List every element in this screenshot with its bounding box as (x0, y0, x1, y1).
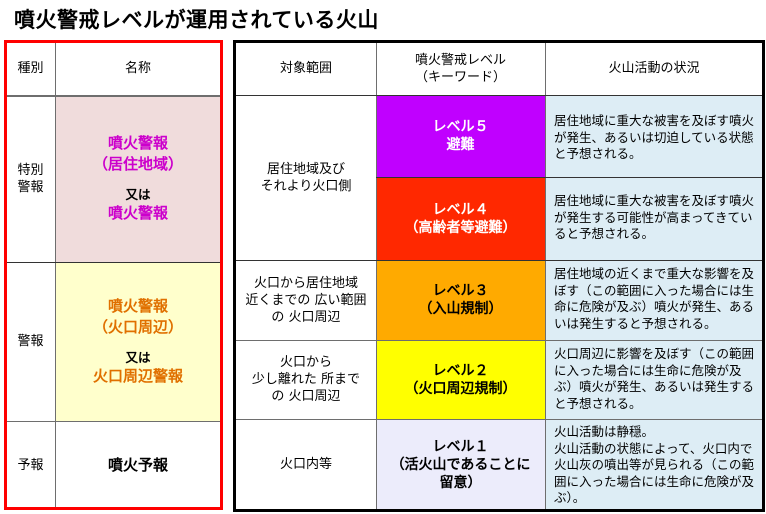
level-3-label: レベル３ (432, 283, 489, 299)
level-3-status-text: 居住地域の近くまで重大な影響を及ぼす（この範囲に入った場合には生命に危険が及ぶ）… (554, 266, 755, 331)
header-type: 種別 (6, 42, 55, 95)
type-forecast: 予報 (6, 421, 55, 509)
name-warning-line2: （火口周辺） (92, 318, 183, 336)
target-wide-line1: 火口から居住地域 (253, 275, 358, 291)
level-4-status: 居住地域に重大な被害を及ぼす噴火が発生する可能性が高まってきていると予想される。 (545, 177, 763, 260)
level-5-status-text: 居住地域に重大な被害を及ぼす噴火が発生、あるいは切迫している状態と予想される。 (554, 113, 755, 161)
header-type-label: 種別 (17, 61, 44, 76)
level-3-status: 居住地域の近くまで重大な影響を及ぼす（この範囲に入った場合には生命に危険が及ぶ）… (545, 260, 763, 340)
header-target-label: 対象範囲 (279, 61, 332, 76)
name-warning-alt: 火口周辺警報 (92, 367, 183, 385)
name-special-warning: 噴火警報 （居住地域） 又は 噴火警報 (55, 95, 221, 262)
target-near-line2: 少し離れた 所まで (251, 372, 361, 387)
type-special-warning: 特別 警報 (6, 95, 55, 262)
type-warning: 警報 (6, 262, 55, 421)
level-5-status: 居住地域に重大な被害を及ぼす噴火が発生、あるいは切迫している状態と予想される。 (545, 95, 763, 177)
divider (376, 42, 377, 510)
level-2-keyword: （火口周辺規制） (404, 380, 517, 397)
type-special-warning-label: 特別 警報 (17, 162, 44, 195)
header-name: 名称 (55, 42, 221, 95)
level-4-cell: レベル４ （高齢者等避難） (376, 177, 545, 260)
header-name-label: 名称 (124, 61, 151, 76)
target-residential: 居住地域及び それより火口側 (236, 95, 376, 260)
level-3-keyword: （入山規制） (418, 301, 503, 317)
level-2-status: 火口周辺に影響を及ぼす（この範囲に入った場合には生命に危険が及ぶ）噴火が発生、あ… (545, 340, 763, 419)
page-title: 噴火警戒レベルが運用されている火山 (14, 8, 379, 32)
name-forecast-label: 噴火予報 (107, 455, 168, 474)
divider (6, 262, 222, 263)
level-4-status-text: 居住地域に重大な被害を及ぼす噴火が発生する可能性が高まってきていると予想される。 (554, 193, 755, 241)
name-special-line1: 噴火警報 (107, 134, 168, 152)
target-wide-line2: 近くまでの 広い範囲 (245, 292, 367, 308)
target-crater-interior: 火口内等 (236, 419, 376, 510)
name-forecast: 噴火予報 (55, 421, 221, 509)
header-status: 火山活動の状況 (545, 42, 763, 95)
header-status-label: 火山活動の状況 (608, 61, 700, 76)
target-near-crater-area: 火口から 少し離れた 所まで の 火口周辺 (236, 340, 376, 419)
header-target: 対象範囲 (236, 42, 376, 95)
target-wide-line3: の 火口周辺 (271, 309, 341, 325)
name-warning: 噴火警報 （火口周辺） 又は 火口周辺警報 (55, 262, 221, 421)
name-special-alt: 噴火警報 (107, 204, 168, 222)
level-1-label: レベル１ (432, 438, 489, 455)
target-wide-crater-area: 火口から居住地域 近くまでの 広い範囲 の 火口周辺 (236, 260, 376, 340)
header-level: 噴火警戒レベル （キーワード） (376, 42, 545, 95)
header-level-line1: 噴火警戒レベル (414, 52, 506, 68)
name-warning-or: 又は (125, 350, 151, 365)
divider (236, 95, 763, 96)
divider (55, 42, 56, 510)
divider (236, 340, 763, 341)
level-1-status: 火山活動は静穏。 火山活動の状態によって、火口内で火山灰の噴出等が見られる（この… (545, 419, 763, 510)
level-1-keyword: （活火山であることに (390, 456, 531, 473)
target-crater-line1: 火口内等 (279, 457, 332, 472)
target-residential-line1: 居住地域及び (266, 161, 345, 177)
type-forecast-label: 予報 (17, 457, 44, 473)
level-3-cell: レベル３ （入山規制） (376, 260, 545, 340)
level-2-status-text: 火口周辺に影響を及ぼす（この範囲に入った場合には生命に危険が及ぶ）噴火が発生、あ… (554, 346, 755, 411)
level-5-label: レベル５ (432, 119, 489, 135)
name-special-or: 又は (125, 187, 151, 202)
target-near-line3: の 火口周辺 (271, 389, 341, 404)
divider (236, 419, 763, 420)
divider (6, 95, 222, 97)
target-residential-line2: それより火口側 (260, 178, 352, 194)
level-4-label: レベル４ (432, 201, 489, 218)
level-1-cell: レベル１ （活火山であることに 留意） (376, 419, 545, 510)
divider (6, 421, 222, 422)
name-special-line2: （居住地域） (92, 155, 183, 173)
level-5-cell: レベル５ 避難 (376, 95, 545, 177)
level-1-status-text: 火山活動は静穏。 火山活動の状態によって、火口内で火山灰の噴出等が見られる（この… (554, 424, 755, 505)
header-level-line2: （キーワード） (414, 69, 506, 85)
target-near-line1: 火口から (279, 355, 332, 370)
divider (376, 177, 763, 178)
level-4-keyword: （高齢者等避難） (404, 219, 517, 236)
divider (545, 42, 546, 510)
level-2-cell: レベル２ （火口周辺規制） (376, 340, 545, 419)
type-warning-label: 警報 (17, 334, 44, 349)
level-1-keyword-cont: 留意） (439, 474, 482, 491)
level-2-label: レベル２ (432, 362, 489, 379)
name-warning-line1: 噴火警報 (107, 297, 168, 315)
level-5-keyword: 避難 (446, 137, 475, 153)
divider (236, 260, 763, 261)
